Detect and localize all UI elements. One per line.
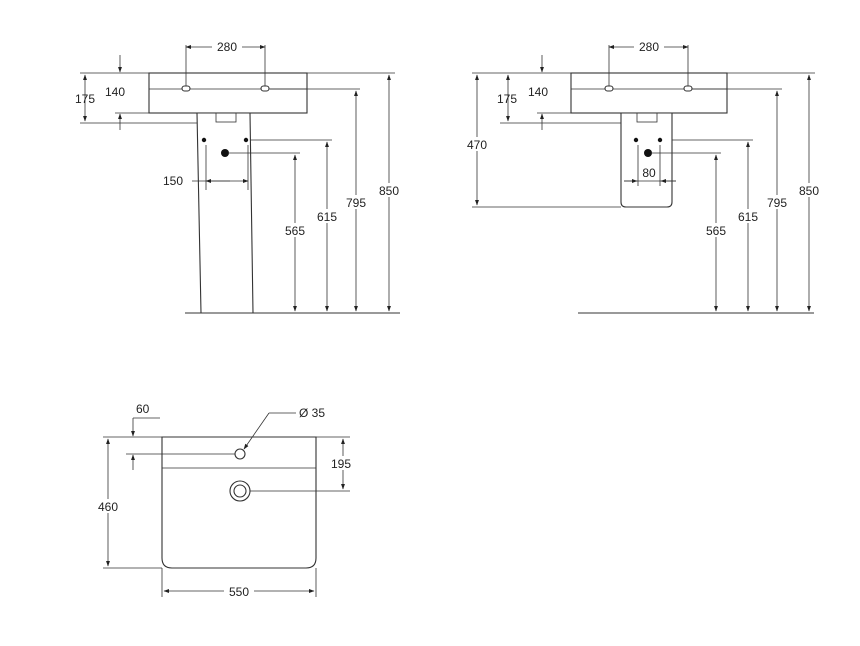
tap-hole-left: [181, 85, 191, 92]
tap-hole-right: [683, 85, 693, 92]
dim-470-label: 470: [467, 138, 487, 152]
dim-195-label: 195: [331, 457, 351, 471]
dim-565-label: 565: [285, 224, 305, 238]
pedestal-front-view: 280 175 140 150 565 615 795 850: [75, 39, 403, 314]
dim-795-label: 795: [767, 196, 787, 210]
waste-outlet: [215, 112, 237, 123]
dim-60-label: 60: [136, 402, 150, 416]
tap-hole-left: [604, 85, 614, 92]
waste-outlet: [636, 112, 658, 123]
dim-850-label: 850: [799, 184, 819, 198]
dim-140-label: 140: [528, 85, 548, 99]
dim-550-label: 550: [229, 585, 249, 599]
semi-pedestal-outline: [620, 112, 673, 208]
dim-150-label: 150: [163, 174, 183, 188]
drain-point: [221, 149, 229, 157]
dim-850-label: 850: [379, 184, 399, 198]
dim-615-label: 615: [738, 210, 758, 224]
trap-outlet-right: [243, 137, 249, 143]
trap-outlet-left: [201, 137, 207, 143]
dim-565-label: 565: [706, 224, 726, 238]
waste-outlet-inner: [233, 484, 247, 498]
trap-outlet-left: [633, 137, 639, 143]
pedestal-outline: [196, 112, 254, 314]
dim-795-label: 795: [346, 196, 366, 210]
dim-280-label: 280: [639, 40, 659, 54]
dim-175-label: 175: [75, 92, 95, 106]
dim-diameter-label: Ø 35: [299, 406, 325, 420]
basin-outline: [148, 72, 308, 114]
dim-175-label: 175: [497, 92, 517, 106]
basin-top-view: 60 Ø 35 195 460 550: [94, 402, 357, 599]
dim-280-label: 280: [217, 40, 237, 54]
tap-hole-right: [260, 85, 270, 92]
dim-615-label: 615: [317, 210, 337, 224]
dim-80-label: 80: [642, 166, 656, 180]
semi-pedestal-front-view: 280 470 175 140 80 565 615 7: [463, 39, 823, 314]
dim-140-label: 140: [105, 85, 125, 99]
trap-outlet-right: [657, 137, 663, 143]
tap-hole: [234, 448, 246, 460]
drain-point: [644, 149, 652, 157]
basin-top-outline: [161, 436, 317, 569]
basin-outline: [570, 72, 728, 114]
dim-460-label: 460: [98, 500, 118, 514]
